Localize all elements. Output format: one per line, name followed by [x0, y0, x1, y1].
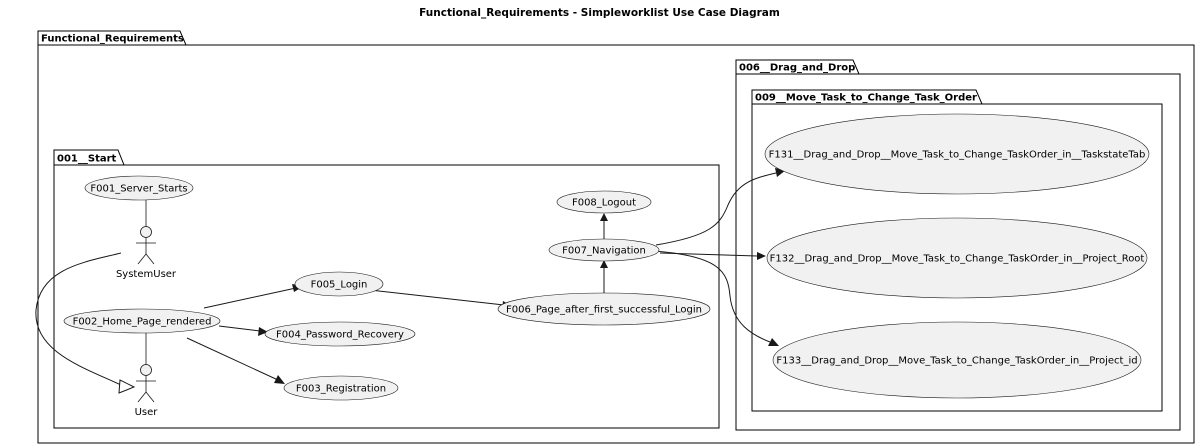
use-case-f005: F005_Login	[294, 271, 384, 297]
package-label-drag-and-drop: 006__Drag_and_Drop	[739, 63, 855, 74]
use-case-f006: F006_Page_after_first_successful_Login	[497, 292, 711, 326]
arrowhead-f004	[258, 327, 268, 336]
arrowhead-f132	[757, 252, 766, 260]
package-label-start: 001__Start	[57, 154, 117, 165]
use-case-f002: F002_Home_Page_rendered	[63, 308, 221, 334]
arrowhead-f007	[600, 260, 608, 268]
svg-text:F005_Login: F005_Login	[311, 280, 368, 291]
use-case-f003: F003_Registration	[283, 375, 399, 401]
actor-head	[140, 226, 152, 238]
use-case-f004: F004_Password_Recovery	[264, 321, 416, 347]
edge-f002-f004	[218, 325, 261, 332]
generalization-arrowhead	[118, 379, 136, 394]
edge-f005-f006	[369, 289, 505, 306]
svg-text:F133__Drag_and_Drop__Move_Task: F133__Drag_and_Drop__Move_Task_to_Change…	[776, 356, 1137, 367]
svg-text:F008_Logout: F008_Logout	[572, 198, 636, 209]
edge-f007-f133	[653, 250, 771, 343]
edge-systemuser-user-generalization	[35, 252, 122, 386]
use-case-f001: F001_Server_Starts	[84, 175, 194, 201]
svg-text:F132__Drag_and_Drop__Move_Task: F132__Drag_and_Drop__Move_Task_to_Change…	[770, 254, 1145, 265]
svg-text:F001_Server_Starts: F001_Server_Starts	[90, 184, 187, 195]
svg-text:F007_Navigation: F007_Navigation	[562, 246, 646, 257]
use-case-f133: F133__Drag_and_Drop__Move_Task_to_Change…	[772, 321, 1142, 399]
diagram-title: Functional_Requirements - Simpleworklist…	[419, 7, 780, 19]
use-case-f132: F132__Drag_and_Drop__Move_Task_to_Change…	[766, 217, 1148, 299]
edges	[35, 168, 786, 394]
svg-text:F003_Registration: F003_Registration	[296, 384, 386, 395]
svg-text:F131__Drag_and_Drop__Move_Task: F131__Drag_and_Drop__Move_Task_to_Change…	[769, 150, 1146, 161]
edge-f002-f005	[203, 287, 297, 309]
actor-label-user: User	[135, 407, 159, 418]
edge-f007-f131	[655, 172, 777, 246]
arrowhead-f008	[600, 213, 608, 221]
package-label-move-task: 009__Move_Task_to_Change_Task_Order	[755, 93, 977, 104]
actor-systemuser: SystemUser	[116, 226, 177, 280]
use-case-f131: F131__Drag_and_Drop__Move_Task_to_Change…	[764, 113, 1150, 195]
arrowhead-f003	[274, 375, 285, 384]
actor-label-systemuser: SystemUser	[116, 269, 177, 280]
svg-text:F004_Password_Recovery: F004_Password_Recovery	[276, 330, 404, 341]
actor-user: User	[135, 364, 159, 418]
package-label-functional-requirements: Functional_Requirements	[41, 34, 184, 45]
actor-head	[140, 364, 152, 376]
svg-text:F006_Page_after_first_successf: F006_Page_after_first_successful_Login	[506, 305, 702, 316]
arrowhead-f133	[768, 338, 779, 346]
svg-text:F002_Home_Page_rendered: F002_Home_Page_rendered	[73, 317, 212, 328]
use-case-f008: F008_Logout	[556, 190, 652, 214]
use-case-f007: F007_Navigation	[548, 238, 660, 262]
edge-f002-f003	[186, 337, 279, 381]
